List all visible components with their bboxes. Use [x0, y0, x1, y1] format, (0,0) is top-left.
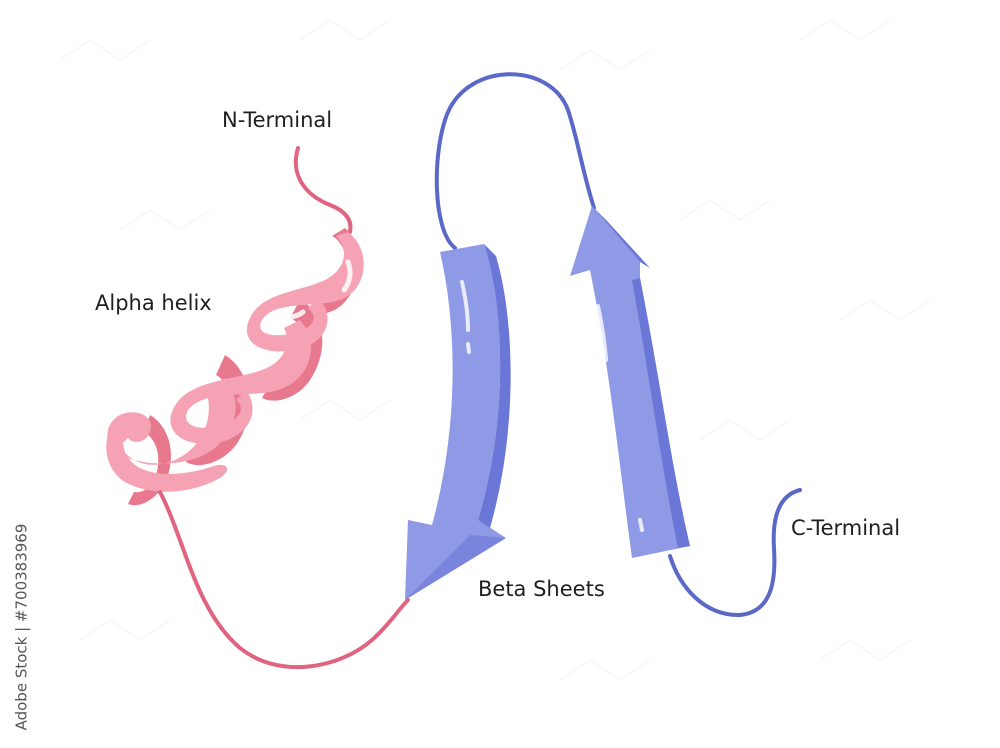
c-terminal-coil [668, 488, 802, 618]
c-terminal-label: C-Terminal [791, 516, 901, 540]
alpha-helix [106, 228, 364, 506]
n-terminal-label: N-Terminal [222, 108, 333, 132]
watermark-pattern [59, 18, 931, 682]
beta-turn-loop [434, 72, 596, 250]
stock-id-watermark: Adobe Stock | #700383969 [7, 512, 35, 742]
stock-id-text: Adobe Stock | #700383969 [12, 523, 30, 731]
helix-to-sheet-coil [158, 490, 410, 669]
n-terminal-coil [293, 146, 353, 234]
alpha-helix-label: Alpha helix [95, 291, 212, 315]
beta-sheets-label: Beta Sheets [478, 577, 605, 601]
beta-strand-down [405, 244, 511, 600]
beta-strand-up [570, 206, 690, 558]
